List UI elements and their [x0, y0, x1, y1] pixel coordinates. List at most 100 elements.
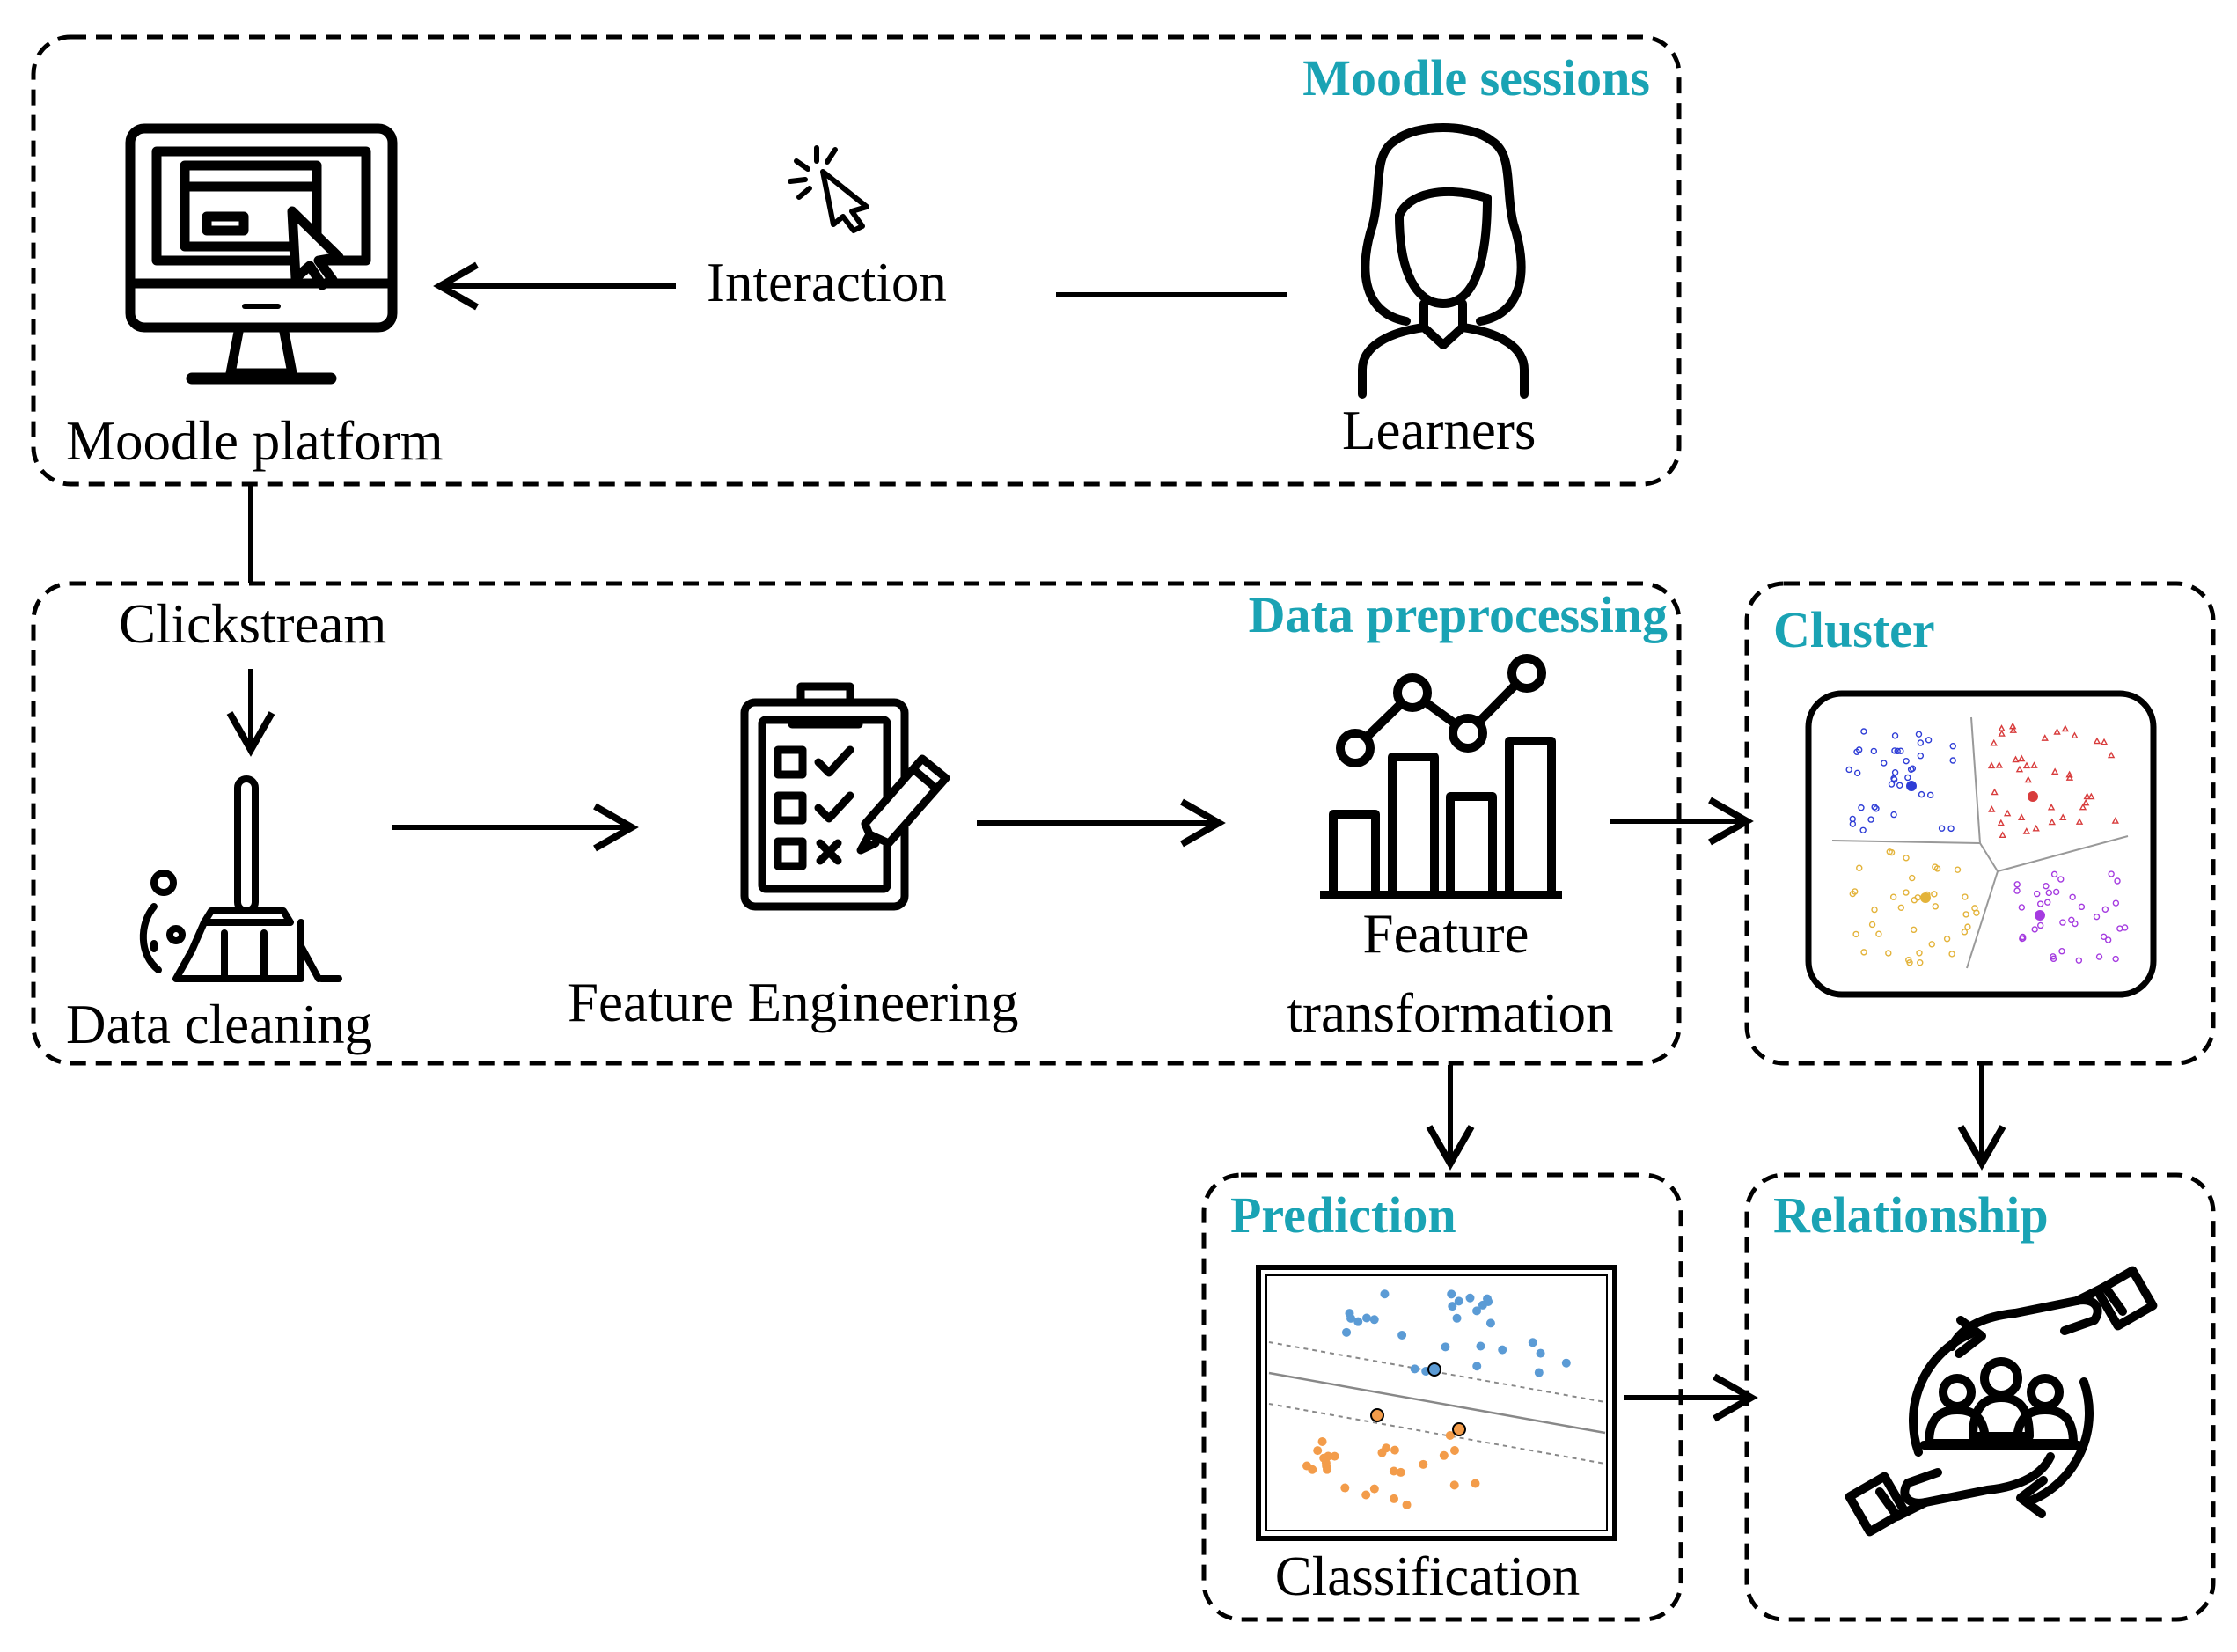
- cluster-point: [1890, 811, 1897, 819]
- class-point: [1369, 1484, 1379, 1494]
- cluster-point: [2101, 906, 2109, 913]
- cluster-point: [2093, 737, 2101, 745]
- cluster-point: [2075, 957, 2083, 964]
- support-vector: [1370, 1408, 1384, 1422]
- class-point: [1534, 1368, 1544, 1377]
- cluster-point: [2009, 726, 2017, 733]
- cluster-point: [2114, 877, 2121, 885]
- class-point: [1478, 1300, 1487, 1310]
- cluster-point: [1853, 769, 1861, 777]
- cluster-point: [1891, 769, 1899, 776]
- class-point: [1396, 1467, 1405, 1477]
- cluster-point: [2044, 899, 2051, 906]
- cluster-point: [2024, 775, 2032, 783]
- cluster-point: [1962, 911, 1969, 918]
- class-point: [1471, 1479, 1480, 1488]
- class-point: [1389, 1466, 1398, 1476]
- cluster-point: [1891, 732, 1899, 739]
- cluster-point: [2003, 809, 2012, 817]
- class-point: [1439, 1450, 1449, 1460]
- class-point: [1353, 1317, 1363, 1326]
- clickstream-label: Clickstream: [119, 593, 386, 655]
- class-point: [1449, 1480, 1459, 1490]
- relationship-title: Relationship: [1773, 1186, 2049, 1244]
- cluster-point: [1964, 923, 1971, 930]
- feature-transformation-label-line2: transformation: [1287, 982, 1614, 1044]
- cluster-point: [1873, 805, 1880, 812]
- cluster-point: [1903, 889, 1910, 896]
- class-point: [1447, 1289, 1456, 1299]
- cluster-point: [2083, 792, 2091, 800]
- cluster-point: [1926, 791, 1934, 799]
- cluster-point: [2058, 948, 2065, 955]
- class-point: [1445, 1431, 1455, 1441]
- cluster-point: [1909, 765, 1917, 772]
- cluster-point: [2065, 774, 2074, 781]
- cluster-point: [2036, 921, 2044, 929]
- class-point: [1452, 1313, 1462, 1323]
- cluster-point: [2047, 803, 2056, 811]
- class-point: [1369, 1315, 1379, 1325]
- cluster-point: [1885, 950, 1892, 957]
- interaction-label: Interaction: [707, 252, 947, 313]
- class-point: [1322, 1461, 1331, 1471]
- cluster-centroid: [1906, 781, 1917, 791]
- cluster-point: [2107, 751, 2116, 759]
- cluster-point: [1849, 820, 1857, 827]
- cluster-point: [2013, 881, 2021, 888]
- cluster-plot: [1805, 690, 2157, 998]
- cluster-point: [2053, 728, 2061, 735]
- cluster-point: [2052, 888, 2060, 896]
- cluster-point: [2093, 913, 2101, 921]
- cluster-point: [2043, 883, 2050, 890]
- cluster-point: [1917, 958, 1924, 966]
- cluster-point: [1891, 747, 1898, 754]
- cluster-point: [1948, 951, 1955, 958]
- cluster-point: [1954, 866, 1962, 873]
- cluster-point: [2112, 899, 2120, 907]
- data-cleaning-label: Data cleaning: [66, 994, 372, 1055]
- cluster-point: [2071, 731, 2079, 738]
- class-point: [1389, 1494, 1398, 1503]
- cluster-point: [2017, 813, 2026, 821]
- cluster-point: [1889, 893, 1897, 900]
- cluster-point: [1925, 737, 1933, 744]
- cluster-point: [2009, 722, 2017, 730]
- cluster-point: [1933, 865, 1941, 872]
- class-point: [1313, 1446, 1323, 1456]
- class-point: [1483, 1294, 1493, 1303]
- cluster-point: [1871, 804, 1878, 811]
- cluster-point: [2022, 761, 2031, 769]
- cluster-point: [2048, 818, 2056, 826]
- cluster-title: Cluster: [1773, 601, 1935, 658]
- class-point: [1330, 1451, 1339, 1461]
- bar-chart-icon: [1320, 654, 1562, 899]
- class-point: [1448, 1302, 1457, 1311]
- class-point: [1340, 1483, 1350, 1493]
- cluster-point: [1860, 949, 1867, 956]
- broom-icon: [139, 775, 342, 982]
- cluster-point: [2041, 734, 2049, 741]
- cluster-point: [2095, 953, 2103, 960]
- cluster-point: [1911, 897, 1918, 904]
- class-point: [1441, 1342, 1450, 1352]
- cluster-point: [2068, 916, 2075, 924]
- cluster-point: [1904, 774, 1911, 782]
- class-point: [1380, 1289, 1390, 1299]
- prediction-title: Prediction: [1230, 1186, 1456, 1244]
- cluster-point: [1988, 805, 1996, 812]
- class-point: [1361, 1313, 1371, 1323]
- cluster-point: [1845, 766, 1852, 774]
- cluster-point: [2030, 761, 2038, 768]
- cluster-point: [2018, 754, 2026, 762]
- cluster-point: [1897, 747, 1904, 754]
- cluster-point: [2111, 817, 2119, 824]
- data-preprocessing-title: Data preprocessing: [1249, 586, 1668, 643]
- cluster-point: [1961, 929, 1969, 936]
- cluster-point: [2082, 798, 2090, 806]
- cluster-point: [1867, 816, 1874, 823]
- cluster-point: [2031, 926, 2038, 933]
- cluster-point: [2065, 770, 2073, 778]
- cluster-point: [2012, 755, 2020, 763]
- feature-engineering-label: Feature Engineering: [568, 972, 1019, 1033]
